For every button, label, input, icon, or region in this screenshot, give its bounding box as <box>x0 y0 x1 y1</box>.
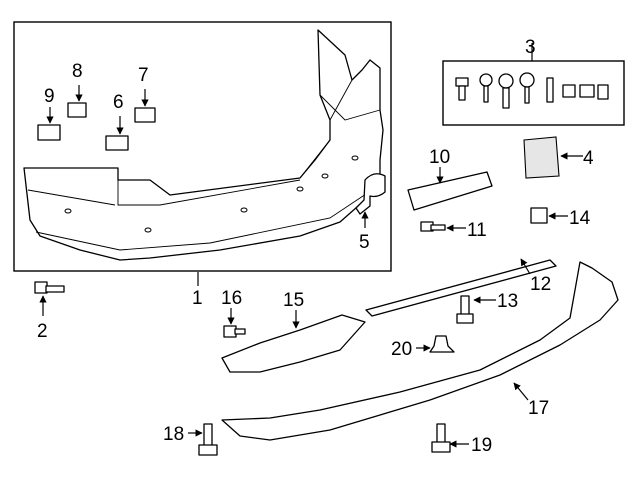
callout-4: 4 <box>583 148 594 169</box>
bolt-13 <box>456 295 474 324</box>
clip-9 <box>37 124 61 141</box>
bolt-2 <box>34 281 65 294</box>
callout-2: 2 <box>37 321 48 342</box>
callout-19: 19 <box>471 435 492 456</box>
callout-20: 20 <box>391 339 412 360</box>
callout-3: 3 <box>525 37 536 58</box>
hardware-kit-frame <box>442 60 625 126</box>
clip-14 <box>530 207 548 224</box>
callout-7: 7 <box>138 65 149 86</box>
clip-8 <box>67 102 87 118</box>
bracket-10 <box>407 171 493 211</box>
strip-12 <box>365 259 557 317</box>
callout-10: 10 <box>429 147 450 168</box>
clip-7 <box>134 107 156 123</box>
callout-11: 11 <box>467 220 487 241</box>
callout-12: 12 <box>530 274 551 295</box>
callout-15: 15 <box>283 290 304 311</box>
bolt-19 <box>431 423 451 453</box>
callout-17: 17 <box>528 398 549 419</box>
bolt-11 <box>420 221 446 232</box>
bumper-cover <box>23 29 384 261</box>
bolt-18 <box>198 423 218 456</box>
callout-13: 13 <box>497 291 518 312</box>
callout-16: 16 <box>221 288 242 309</box>
bracket-5 <box>355 173 386 215</box>
callout-14: 14 <box>569 208 591 229</box>
callout-9: 9 <box>44 86 55 107</box>
callout-6: 6 <box>113 92 124 113</box>
callout-1: 1 <box>192 288 203 309</box>
bumper-assembly-frame <box>13 21 392 272</box>
push-pin-20 <box>429 335 455 353</box>
callout-18: 18 <box>163 424 184 445</box>
hardware-kit-items <box>455 72 609 109</box>
bag-4 <box>523 136 560 179</box>
clip-6 <box>105 135 129 151</box>
bolt-16 <box>223 325 246 338</box>
lower-valance-17 <box>221 261 619 441</box>
callout-8: 8 <box>72 61 83 82</box>
callout-5: 5 <box>359 232 370 253</box>
bracket-15 <box>221 314 366 373</box>
leader-lines <box>39 43 583 448</box>
